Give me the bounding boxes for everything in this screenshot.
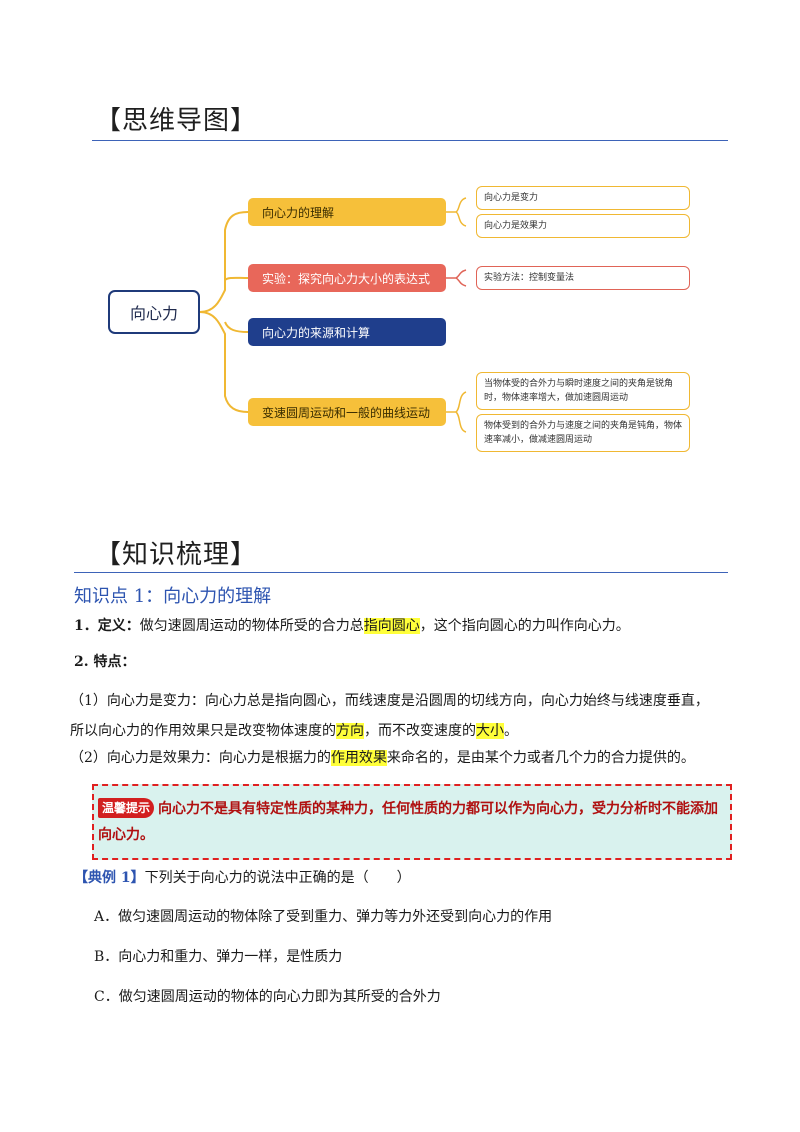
mindmap-leaf-1-2: 向心力是效果力 xyxy=(476,214,690,238)
definition-label: 1．定义： xyxy=(74,618,140,634)
mindmap-connectors xyxy=(199,197,467,433)
knowledge-heading: 【知识梳理】 xyxy=(95,540,258,570)
feature-1-highlight-2: 大小 xyxy=(476,723,504,739)
mindmap-branch-1: 向心力的理解 xyxy=(248,198,446,226)
example-label: 【典例 1】 xyxy=(74,870,145,886)
option-b: B．向心力和重力、弹力一样，是性质力 xyxy=(94,949,343,965)
features-label: 2. 特点： xyxy=(74,654,136,670)
feature-2-highlight: 作用效果 xyxy=(330,750,387,766)
knowledge-heading-rule xyxy=(74,572,728,573)
mindmap-leaf-1-1: 向心力是变力 xyxy=(476,186,690,210)
mindmap-heading-rule xyxy=(92,140,728,141)
mindmap-leaf-4-1: 当物体受的合外力与瞬时速度之间的夹角是锐角时，物体速率增大，做加速圆周运动 xyxy=(476,372,690,410)
feature-paragraph-1: （1）向心力是变力：向心力总是指向圆心，而线速度是沿圆周的切线方向，向心力始终与… xyxy=(70,686,734,746)
feature-2-text-2: 来命名的，是由某个力或者几个力的合力提供的。 xyxy=(386,750,695,766)
mindmap-branch-2: 实验：探究向心力大小的表达式 xyxy=(248,264,446,292)
feature-1-text-2: 所以向心力的作用效果只是改变物体速度的 xyxy=(70,723,336,739)
feature-2-text-1: （2）向心力是效果力：向心力是根据力的 xyxy=(70,750,331,766)
example-question: 【典例 1】下列关于向心力的说法中正确的是（ ） xyxy=(74,868,734,888)
warm-tip-text: 向心力不是具有特定性质的某种力，任何性质的力都可以作为向心力，受力分析时不能添加… xyxy=(98,801,718,843)
definition-text-1: 做匀速圆周运动的物体所受的合力总 xyxy=(139,618,364,634)
mindmap-root: 向心力 xyxy=(108,290,200,334)
option-c: C．做匀速圆周运动的物体的向心力即为其所受的合外力 xyxy=(94,989,441,1005)
warm-tip-badge: 温馨提示 xyxy=(98,798,155,818)
option-a: A．做匀速圆周运动的物体除了受到重力、弹力等力外还受到向心力的作用 xyxy=(94,909,553,925)
knowledge-point-title: 知识点 1：向心力的理解 xyxy=(74,586,272,607)
definition-text-2: ，这个指向圆心的力叫作向心力。 xyxy=(419,618,630,634)
mindmap-branch-4: 变速圆周运动和一般的曲线运动 xyxy=(248,398,446,426)
mindmap: 向心力 向心力的理解 实验：探究向心力大小的表达式 向心力的来源和计算 变速圆周… xyxy=(0,0,800,520)
feature-1-highlight-1: 方向 xyxy=(336,723,364,739)
mindmap-leaf-4-2: 物体受到的合外力与速度之间的夹角是钝角，物体速率减小，做减速圆周运动 xyxy=(476,414,690,452)
feature-1-text-1: （1）向心力是变力：向心力总是指向圆心，而线速度是沿圆周的切线方向，向心力始终与… xyxy=(70,693,709,709)
feature-paragraph-2: （2）向心力是效果力：向心力是根据力的作用效果来命名的，是由某个力或者几个力的合… xyxy=(70,748,730,768)
feature-1-text-3: ，而不改变速度的 xyxy=(364,723,476,739)
mindmap-branch-3: 向心力的来源和计算 xyxy=(248,318,446,346)
features-label-paragraph: 2. 特点： xyxy=(74,652,734,672)
warm-tip-box: 向心力不是具有特定性质的某种力，任何性质的力都可以作为向心力，受力分析时不能添加… xyxy=(92,784,732,860)
feature-1-text-4: 。 xyxy=(504,723,518,739)
mindmap-leaf-2-1: 实验方法：控制变量法 xyxy=(476,266,690,290)
example-question-text: 下列关于向心力的说法中正确的是（ ） xyxy=(144,870,411,886)
definition-highlight: 指向圆心 xyxy=(363,618,420,634)
mindmap-heading: 【思维导图】 xyxy=(95,106,258,136)
definition-paragraph: 1．定义：做匀速圆周运动的物体所受的合力总指向圆心，这个指向圆心的力叫作向心力。 xyxy=(74,616,734,636)
